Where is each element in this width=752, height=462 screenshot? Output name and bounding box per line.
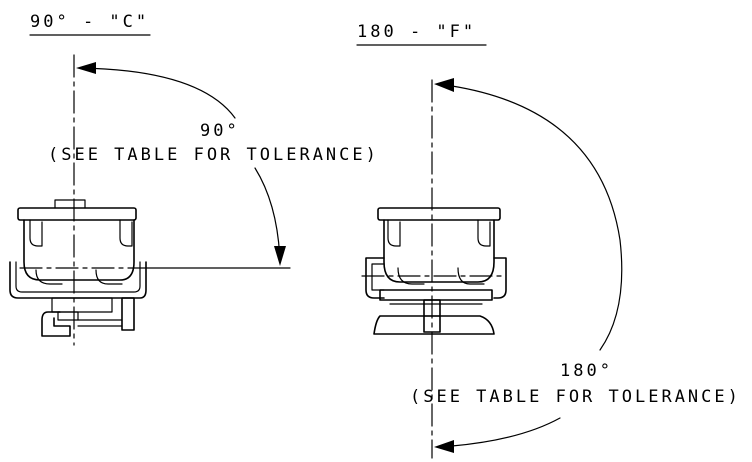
view-180-arrowhead-bottom [434,440,454,453]
view-90-tolerance-note: (SEE TABLE FOR TOLERANCE) [48,145,379,165]
view-90-title: 90° - "C" [30,12,149,32]
view-180-f: 180 - "F" 180° (SEE TABLE FOR TOLERANCE) [356,22,741,459]
view-180-angle-label: 180° [560,361,613,381]
view-180-title: 180 - "F" [357,22,476,42]
view-90-arc-upper [79,67,236,119]
view-180-tolerance-note: (SEE TABLE FOR TOLERANCE) [410,387,741,407]
connector-90-body [9,199,147,337]
view-90-c: 90° - "C" 90° (SEE TABLE FOR TOLERANCE) [9,12,379,346]
view-180-arc-lower [451,417,561,447]
view-90-arrowhead-top [76,62,96,74]
view-90-angle-label: 90° [200,121,240,141]
view-180-arrowhead-top [434,78,454,92]
connector-180-body [365,207,507,335]
view-90-arrowhead-bottom [274,246,286,266]
view-180-arc-upper [451,85,623,351]
